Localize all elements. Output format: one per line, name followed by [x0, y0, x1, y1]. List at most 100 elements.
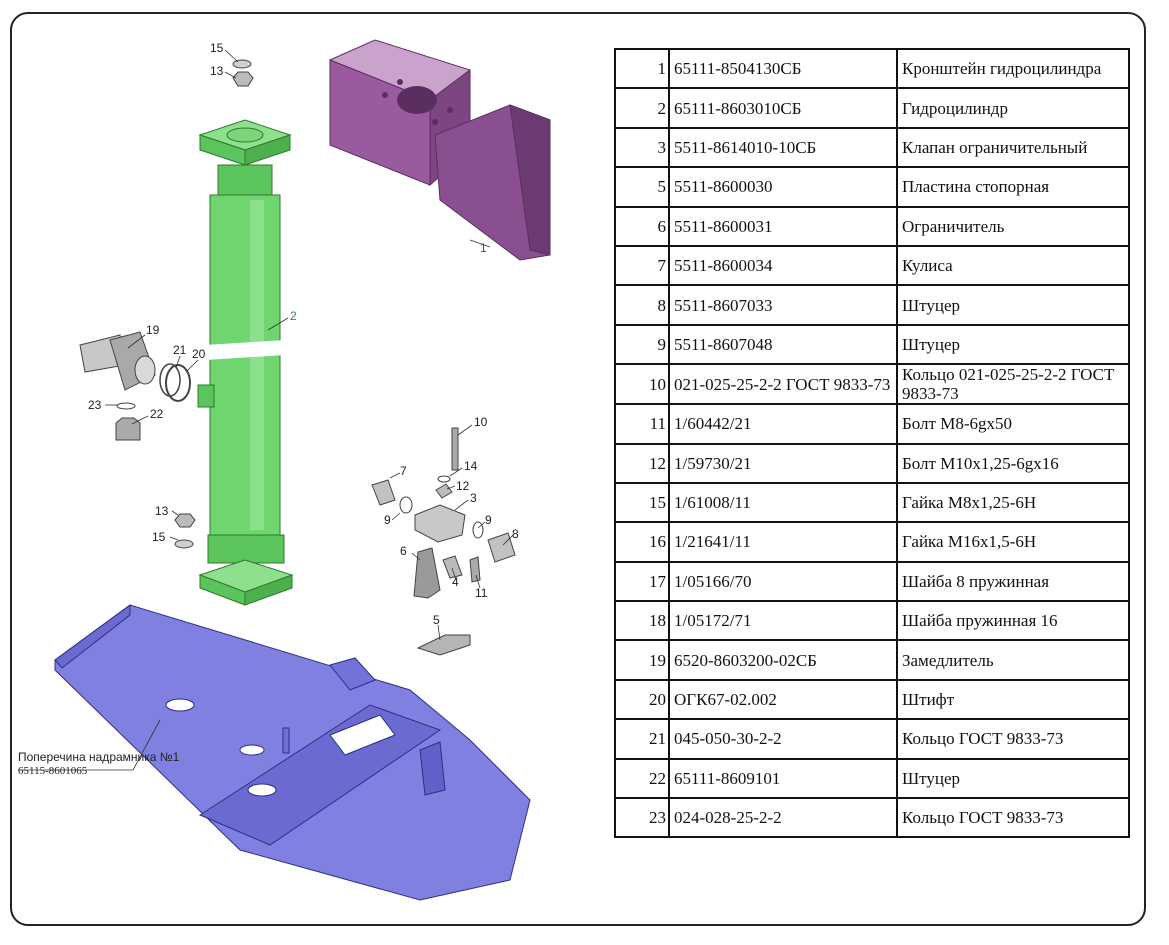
cell-code: ОГК67-02.002: [668, 678, 898, 721]
cell-code: 5511-8614010-10СБ: [668, 126, 898, 169]
callout-11: 11: [475, 586, 488, 600]
cell-name: Штуцер: [896, 284, 1130, 326]
cell-num: 17: [614, 560, 670, 603]
cell-code: 1/05172/71: [668, 600, 898, 642]
callout-21: 21: [173, 343, 187, 357]
cell-name: Кольцо ГОСТ 9833-73: [896, 797, 1130, 839]
cell-num: 2: [614, 87, 670, 129]
callout-15-top: 15: [210, 41, 224, 55]
crossmember-caption: Поперечина надрамника №1 65115-8601065: [18, 750, 179, 778]
callout-2: 2: [290, 309, 297, 323]
callout-14: 14: [464, 459, 478, 473]
callout-22: 22: [150, 407, 164, 421]
callout-13-top: 13: [210, 64, 224, 78]
cell-name: Гайка М8х1,25-6Н: [896, 481, 1130, 524]
cell-num: 19: [614, 639, 670, 681]
callout-9-left: 9: [384, 513, 391, 527]
cell-code: 6520-8603200-02СБ: [668, 639, 898, 681]
cell-name: Болт М8-6gх50: [896, 403, 1130, 445]
cell-name: Шайба пружинная 16: [896, 600, 1130, 642]
cell-name: Штуцер: [896, 757, 1130, 800]
cell-code: 1/21641/11: [668, 521, 898, 563]
callout-19: 19: [146, 323, 160, 337]
cell-num: 23: [614, 797, 670, 839]
retarder-assembly: [79, 331, 191, 441]
cell-num: 12: [614, 442, 670, 484]
cell-code: 1/05166/70: [668, 560, 898, 603]
top-nut-washer: [232, 59, 254, 87]
cell-name: Гидроцилиндр: [896, 87, 1130, 129]
cell-name: Гайка М16х1,5-6Н: [896, 521, 1130, 563]
crossmember-caption-code: 65115-8601065: [18, 765, 88, 777]
callout-7: 7: [400, 464, 407, 478]
cell-num: 11: [614, 403, 670, 445]
cell-code: 65111-8609101: [668, 757, 898, 800]
cell-name: Кольцо ГОСТ 9833-73: [896, 718, 1130, 760]
cell-name: Кулиса: [896, 244, 1130, 287]
cell-name: Штуцер: [896, 323, 1130, 366]
cell-num: 15: [614, 481, 670, 524]
frame-crossmember: [54, 604, 531, 901]
cell-code: 5511-8600034: [668, 244, 898, 287]
cell-code: 1/61008/11: [668, 481, 898, 524]
cell-num: 5: [614, 166, 670, 208]
cell-num: 21: [614, 718, 670, 760]
callout-4: 4: [452, 575, 459, 589]
callout-20: 20: [192, 347, 206, 361]
cell-code: 021-025-25-2-2 ГОСТ 9833-73: [668, 363, 898, 406]
cell-num: 6: [614, 205, 670, 247]
cell-code: 045-050-30-2-2: [668, 718, 898, 760]
callout-1: 1: [480, 241, 487, 255]
outer-frame: [10, 12, 1146, 926]
cell-num: 22: [614, 757, 670, 800]
cell-code: 65111-8603010СБ: [668, 87, 898, 129]
callout-labels: 15 13 1 2 19 21 20 23 22 10 14 7 12 3 9 …: [88, 41, 519, 627]
valve-assembly: [371, 427, 516, 656]
cell-num: 8: [614, 284, 670, 326]
cell-num: 18: [614, 600, 670, 642]
cell-num: 7: [614, 244, 670, 287]
cell-code: 1/59730/21: [668, 442, 898, 484]
cell-name: Клапан ограничительный: [896, 126, 1130, 169]
callout-23: 23: [88, 398, 102, 412]
cell-num: 1: [614, 47, 670, 90]
cell-code: 65111-8504130СБ: [668, 47, 898, 90]
cell-code: 5511-8600030: [668, 166, 898, 208]
cell-name: Штифт: [896, 678, 1130, 721]
callout-5: 5: [433, 613, 440, 627]
cell-code: 5511-8607033: [668, 284, 898, 326]
callout-9-right: 9: [485, 513, 492, 527]
callout-13-bottom: 13: [155, 504, 169, 518]
callout-12: 12: [456, 479, 470, 493]
cell-code: 5511-8600031: [668, 205, 898, 247]
callout-10: 10: [474, 415, 488, 429]
hydraulic-cylinder-part-2: [197, 119, 294, 606]
cell-num: 10: [614, 363, 670, 406]
callout-8: 8: [512, 527, 519, 541]
cell-num: 3: [614, 126, 670, 169]
callout-3: 3: [470, 491, 477, 505]
cell-code: 1/60442/21: [668, 403, 898, 445]
cell-num: 9: [614, 323, 670, 366]
cell-name: Кронштейн гидроцилиндра: [896, 47, 1130, 90]
